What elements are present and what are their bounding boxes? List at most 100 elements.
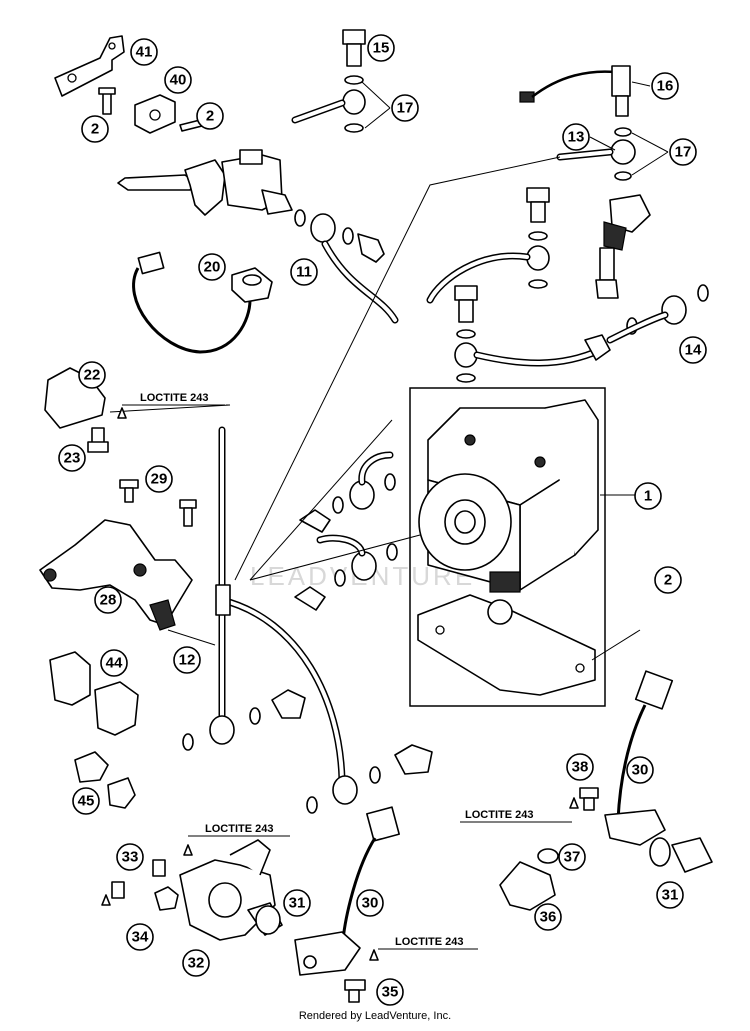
svg-text:17: 17 xyxy=(397,100,414,117)
screw-37 xyxy=(537,848,559,864)
callout-1[interactable]: 1 xyxy=(634,482,662,510)
callout-20[interactable]: 20 xyxy=(198,253,226,281)
screw-38 xyxy=(579,787,599,811)
callout-37[interactable]: 37 xyxy=(558,843,586,871)
svg-text:35: 35 xyxy=(382,984,399,1001)
svg-text:36: 36 xyxy=(540,909,557,926)
svg-text:11: 11 xyxy=(296,264,312,281)
screw-29b xyxy=(179,499,197,527)
rear-master-cylinder xyxy=(595,194,651,299)
svg-text:30: 30 xyxy=(362,895,379,912)
svg-text:33: 33 xyxy=(122,849,139,866)
svg-text:30: 30 xyxy=(632,762,649,779)
screw-35 xyxy=(344,979,366,1003)
svg-text:22: 22 xyxy=(84,367,101,384)
svg-text:32: 32 xyxy=(188,955,205,972)
svg-text:13: 13 xyxy=(568,129,585,146)
svg-text:31: 31 xyxy=(662,887,679,904)
svg-text:LOCTITE 243: LOCTITE 243 xyxy=(140,392,208,404)
callout-30-b[interactable]: 30 xyxy=(356,889,384,917)
svg-text:16: 16 xyxy=(657,78,674,95)
callout-2-b[interactable]: 2 xyxy=(196,102,224,130)
screw-left xyxy=(111,881,125,899)
callout-23[interactable]: 23 xyxy=(58,444,86,472)
svg-text:38: 38 xyxy=(572,759,589,776)
svg-text:2: 2 xyxy=(91,121,99,138)
abs-inlet-fitting-lower xyxy=(294,543,398,611)
clip-45 xyxy=(74,751,136,809)
bracket-part xyxy=(54,35,125,97)
callout-31-b[interactable]: 31 xyxy=(283,889,311,917)
callout-22[interactable]: 22 xyxy=(78,361,106,389)
callout-35[interactable]: 35 xyxy=(376,978,404,1006)
callout-32[interactable]: 32 xyxy=(182,949,210,977)
callout-16[interactable]: 16 xyxy=(651,72,679,100)
banjo-fitting-11 xyxy=(294,209,385,263)
svg-text:37: 37 xyxy=(564,849,581,866)
callout-33[interactable]: 33 xyxy=(116,843,144,871)
callout-44[interactable]: 44 xyxy=(100,649,128,677)
callout-40[interactable]: 40 xyxy=(164,66,192,94)
svg-text:17: 17 xyxy=(675,144,692,161)
loctite-note-1: LOCTITE 243 xyxy=(122,392,225,406)
abs-inlet-fitting-upper xyxy=(299,473,396,533)
callout-2-c[interactable]: 2 xyxy=(654,566,682,594)
svg-text:23: 23 xyxy=(64,450,81,467)
screw-part xyxy=(98,87,116,115)
callout-41[interactable]: 41 xyxy=(130,38,158,66)
caliper-bracket-32 xyxy=(179,839,276,941)
svg-text:45: 45 xyxy=(78,793,95,810)
svg-text:44: 44 xyxy=(106,655,123,672)
abs-mount-bracket xyxy=(417,594,596,696)
callout-34[interactable]: 34 xyxy=(126,923,154,951)
svg-text:LOCTITE 243: LOCTITE 243 xyxy=(205,823,273,835)
loctite-note-4: LOCTITE 243 xyxy=(378,936,478,950)
callout-2-a[interactable]: 2 xyxy=(81,115,109,143)
svg-text:2: 2 xyxy=(206,108,214,125)
wheel-sensor-right xyxy=(604,670,713,873)
svg-text:20: 20 xyxy=(204,259,221,276)
banjo-fitting-13 xyxy=(610,127,636,181)
loctite-note-2: LOCTITE 243 xyxy=(188,823,290,837)
svg-text:LOCTITE 243: LOCTITE 243 xyxy=(395,936,463,948)
svg-text:14: 14 xyxy=(685,342,702,359)
svg-text:34: 34 xyxy=(132,929,149,946)
callout-38[interactable]: 38 xyxy=(566,753,594,781)
screw-23 xyxy=(87,427,109,453)
callout-17-a[interactable]: 17 xyxy=(391,94,419,122)
callout-45[interactable]: 45 xyxy=(72,787,100,815)
abs-unit xyxy=(418,399,599,593)
svg-text:2: 2 xyxy=(664,572,672,589)
callout-13[interactable]: 13 xyxy=(562,123,590,151)
callout-28[interactable]: 28 xyxy=(94,586,122,614)
wheel-sensor-left xyxy=(294,806,400,976)
sensor-16 xyxy=(519,65,631,117)
callout-29[interactable]: 29 xyxy=(145,465,173,493)
sensor-20 xyxy=(132,251,273,354)
svg-text:41: 41 xyxy=(136,44,153,61)
banjo-fitting-lower-left xyxy=(182,689,306,751)
callout-11[interactable]: 11 xyxy=(290,258,318,286)
banjo-fitting-lower-right xyxy=(306,744,433,814)
svg-text:15: 15 xyxy=(373,40,390,57)
svg-text:29: 29 xyxy=(151,471,168,488)
svg-text:1: 1 xyxy=(644,488,652,505)
callout-30-a[interactable]: 30 xyxy=(626,756,654,784)
bolt-center-a xyxy=(526,187,550,289)
svg-text:LOCTITE 243: LOCTITE 243 xyxy=(465,809,533,821)
abs-unit-frame xyxy=(409,387,606,707)
svg-text:31: 31 xyxy=(289,895,306,912)
brake-lever-part xyxy=(117,149,293,216)
screw-33 xyxy=(152,859,166,877)
svg-text:12: 12 xyxy=(179,652,196,669)
callout-17-b[interactable]: 17 xyxy=(669,138,697,166)
bracket-28 xyxy=(39,519,193,631)
callout-31-a[interactable]: 31 xyxy=(656,881,684,909)
clip-36 xyxy=(499,861,556,911)
callout-15[interactable]: 15 xyxy=(367,34,395,62)
callout-14[interactable]: 14 xyxy=(679,336,707,364)
callout-36[interactable]: 36 xyxy=(534,903,562,931)
line-junction xyxy=(215,584,231,616)
callout-12[interactable]: 12 xyxy=(173,646,201,674)
